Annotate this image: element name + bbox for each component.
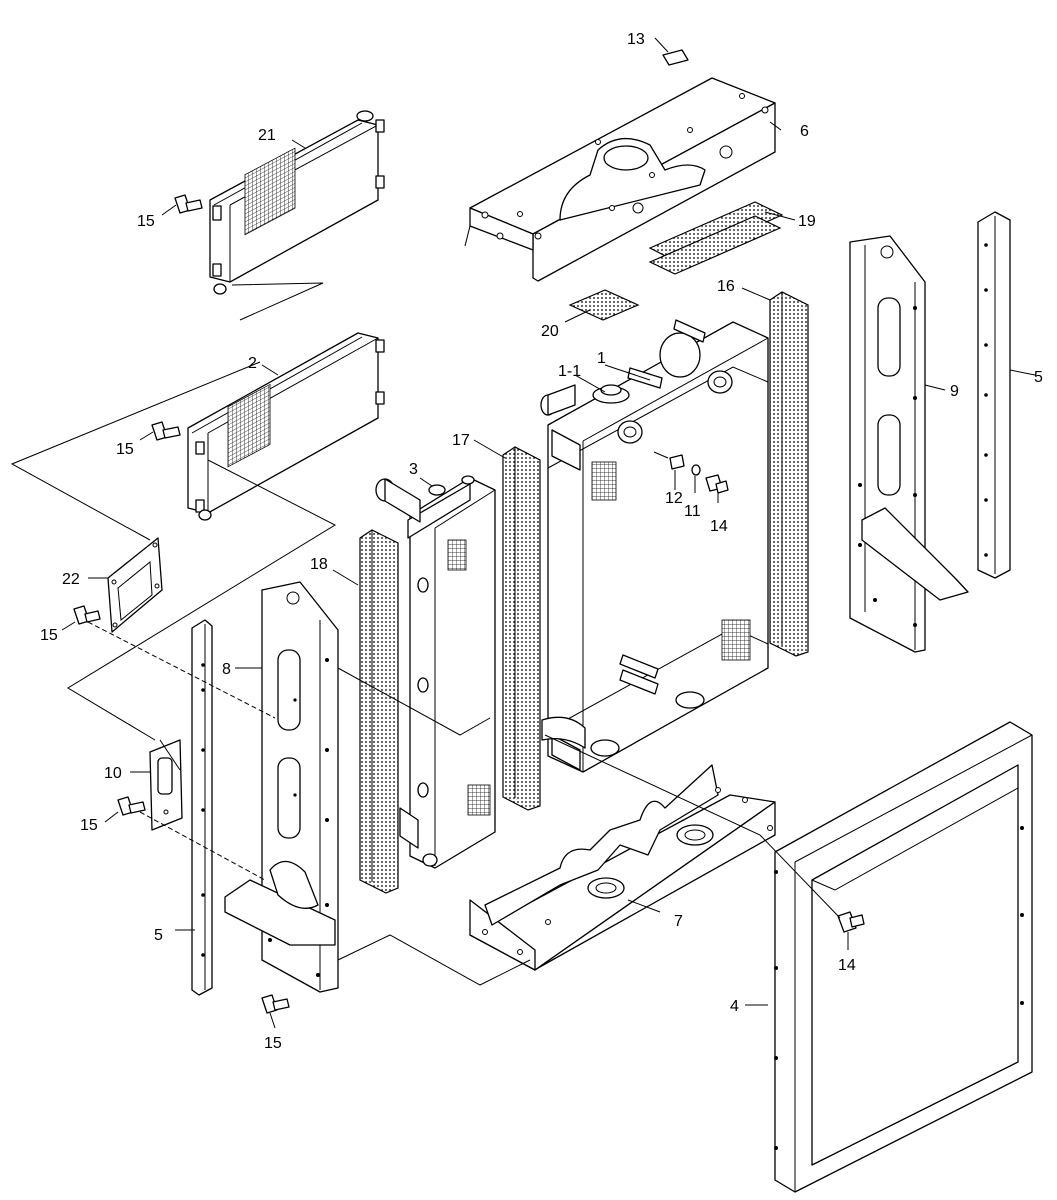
part-6-top-shroud (464, 77, 776, 282)
part-20-seal-pad (568, 289, 640, 321)
part-19-seal (648, 201, 784, 275)
callout-13: 13 (627, 31, 645, 48)
callout-15-d: 15 (80, 817, 98, 834)
part-4-fan-frame (774, 721, 1033, 1193)
part-18-mesh-screen (359, 529, 399, 894)
part-5-angle-strip-right (977, 211, 1011, 579)
callout-5-left: 5 (154, 927, 163, 944)
part-12-plug (653, 451, 685, 470)
part-22-plate (107, 537, 163, 633)
callout-15-e: 15 (264, 1035, 282, 1052)
part-9-side-bracket (849, 235, 969, 653)
part-15-bolt-a (174, 194, 203, 214)
part-1-radiator (540, 319, 769, 773)
callout-17: 17 (452, 432, 470, 449)
part-3-aftercooler (375, 475, 496, 869)
part-14-bolt-upper (705, 474, 729, 494)
part-15-bolt-c (73, 605, 101, 625)
part-8-side-bracket (224, 581, 339, 993)
part-16-mesh-screen (769, 291, 809, 657)
callout-20: 20 (541, 323, 559, 340)
part-15-bolt-b (151, 421, 181, 441)
callout-3: 3 (409, 461, 418, 478)
part-15-bolt-d (117, 796, 146, 816)
part-14-bolt-lower (837, 911, 865, 933)
callout-14-lower: 14 (838, 957, 856, 974)
callout-22: 22 (62, 571, 80, 588)
part-2-cooler (187, 332, 385, 521)
callout-7: 7 (674, 913, 683, 930)
callout-15-c: 15 (40, 627, 58, 644)
part-10-plate (149, 739, 183, 831)
part-21-oil-cooler (209, 110, 385, 321)
callout-4: 4 (730, 998, 739, 1015)
callout-11: 11 (684, 503, 701, 520)
callout-1-1: 1-1 (558, 363, 581, 380)
callout-15-a: 15 (137, 213, 155, 230)
callout-19: 19 (798, 213, 816, 230)
callout-9: 9 (950, 383, 959, 400)
callout-8: 8 (222, 661, 231, 678)
callout-14-upper: 14 (710, 518, 728, 535)
part-5-angle-strip-left (191, 619, 213, 996)
callout-18: 18 (310, 556, 328, 573)
callout-12: 12 (665, 490, 683, 507)
callout-6: 6 (800, 123, 809, 140)
callout-16: 16 (717, 278, 735, 295)
callout-10: 10 (104, 765, 122, 782)
callout-21: 21 (258, 127, 276, 144)
part-17-mesh-screen (502, 446, 541, 811)
callout-2: 2 (248, 355, 257, 372)
callout-15-b: 15 (116, 441, 134, 458)
part-13-label (662, 49, 689, 66)
part-7-bottom-tray (469, 764, 776, 971)
part-11-washer (691, 464, 701, 476)
callout-5-right: 5 (1034, 369, 1043, 386)
callout-1: 1 (597, 350, 606, 367)
part-15-bolt-e (261, 994, 290, 1014)
